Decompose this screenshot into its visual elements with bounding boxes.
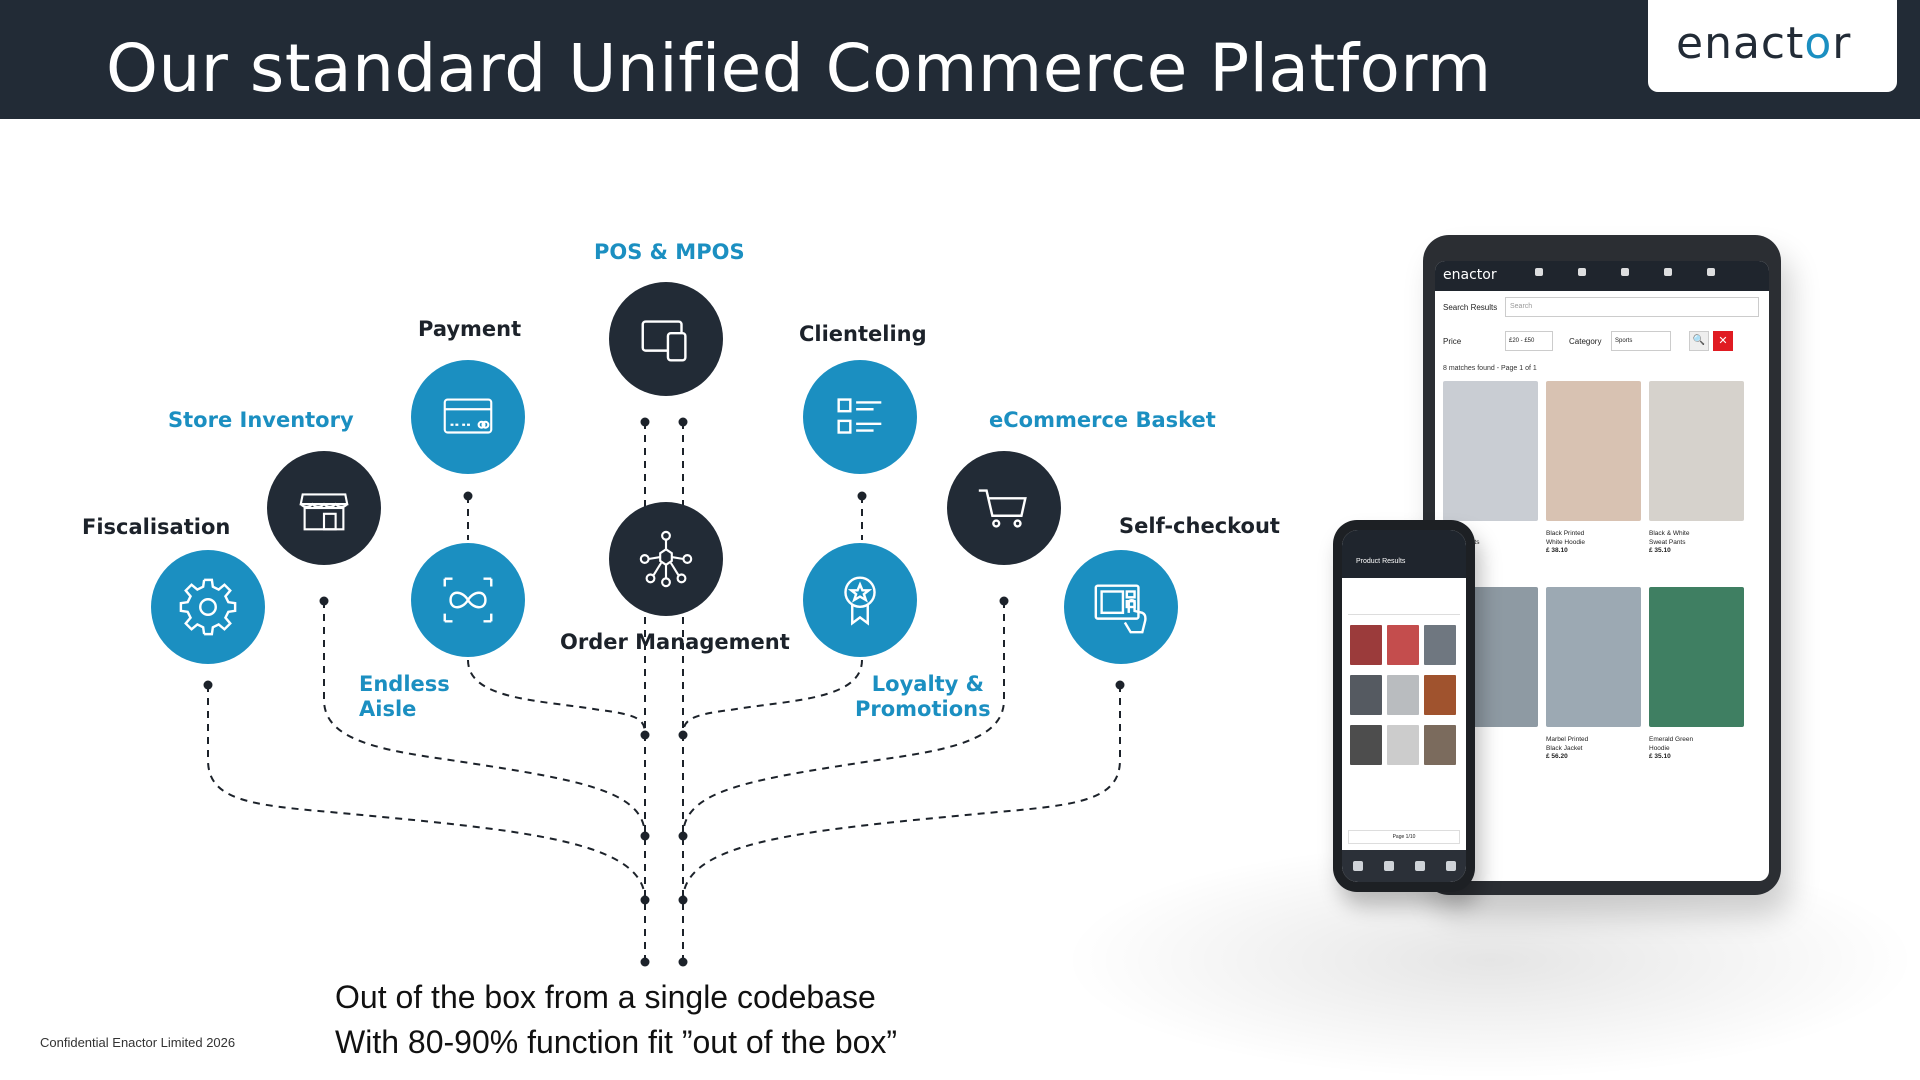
phone-screen: Product Results Page 1/10 [1342,530,1466,882]
phone-product-thumb[interactable] [1387,675,1419,715]
tablet-device: enactor Search Results Search Price £20 … [1423,235,1781,895]
product-image[interactable] [1649,587,1744,727]
search-button[interactable]: 🔍 [1689,331,1709,351]
home-icon[interactable] [1578,268,1586,276]
label-payment: Payment [418,317,522,341]
product-price: £ 38.10 [1546,547,1568,554]
tablet-topbar: enactor [1435,261,1769,291]
tablet-screen: enactor Search Results Search Price £20 … [1435,261,1769,881]
price-label: Price [1443,337,1462,346]
label-loyalty-promotions: Loyalty &Promotions [855,672,991,721]
product-card[interactable]: y Adidas Sweat Pants [1443,381,1538,581]
nav-icon[interactable] [1445,861,1456,871]
storefront-icon [267,451,381,565]
product-price: £ 56.20 [1546,753,1568,760]
award-ribbon-icon [803,543,917,657]
phone-product-thumb[interactable] [1350,675,1382,715]
phone-product-thumb[interactable] [1350,725,1382,765]
phone-product-thumb[interactable] [1387,625,1419,665]
keyboard-icon[interactable] [1707,268,1715,276]
product-card[interactable]: Black Printed White Hoodie£ 38.10 [1546,381,1641,581]
product-card[interactable]: Black & White Sweat Pants£ 35.10 [1649,381,1744,581]
gear-icon [151,550,265,664]
page-title: Our standard Unified Commerce Platform [106,30,1492,107]
network-hub-icon [609,502,723,616]
phone-product-thumb[interactable] [1350,625,1382,665]
nav-icon[interactable] [1352,861,1363,871]
label-self-checkout: Self-checkout [1119,514,1280,538]
category-label: Category [1569,337,1602,346]
bag-icon[interactable] [1621,268,1629,276]
phone-device: Product Results Page 1/10 [1333,520,1475,892]
phone-pager[interactable]: Page 1/10 [1348,830,1460,844]
label-ecommerce-basket: eCommerce Basket [989,408,1216,432]
nav-icon[interactable] [1383,861,1394,871]
back-icon[interactable] [1535,268,1543,276]
phone-title: Product Results [1356,558,1406,565]
nav-icon[interactable] [1414,861,1425,871]
product-image[interactable] [1546,587,1641,727]
tablet-brand: enactor [1443,267,1497,283]
credit-card-icon [411,360,525,474]
label-order-management: Order Management [560,630,790,654]
category-select[interactable]: Sports [1611,331,1671,351]
tagline: Out of the box from a single codebase Wi… [335,979,898,1060]
matches-count: 8 matches found - Page 1 of 1 [1443,365,1537,372]
infinity-icon [411,543,525,657]
product-name: Black Printed White Hoodie [1546,530,1586,546]
search-input[interactable]: Search [1505,297,1759,317]
product-card[interactable]: Emerald Green Hoodie£ 35.10 [1649,587,1744,787]
devices-icon [609,282,723,396]
product-image[interactable] [1546,381,1641,521]
shopping-cart-icon [947,451,1061,565]
phone-product-thumb[interactable] [1424,675,1456,715]
product-name: Emerald Green Hoodie [1649,736,1694,752]
label-fiscalisation: Fiscalisation [82,515,231,539]
product-grid: y Adidas Sweat PantsBlack Printed White … [1443,381,1763,787]
product-price: £ 35.10 [1649,753,1671,760]
price-select[interactable]: £20 - £50 [1505,331,1553,351]
checklist-icon [803,360,917,474]
product-card[interactable]: Marbel Printed Black Jacket£ 56.20 [1546,587,1641,787]
product-name: Marbel Printed Black Jacket [1546,736,1589,752]
search-results-label: Search Results [1443,303,1498,312]
phone-product-thumb[interactable] [1387,725,1419,765]
user-icon[interactable] [1664,268,1672,276]
tablet-nav [1535,268,1715,282]
enactor-logo: enactor [1648,0,1897,92]
header-bar: Our standard Unified Commerce Platform e… [0,0,1920,119]
filter-row: Price £20 - £50 Category Sports 🔍 ✕ [1443,331,1763,353]
confidential-footer: Confidential Enactor Limited 2026 [40,1035,236,1050]
product-image[interactable] [1649,381,1744,521]
clear-button[interactable]: ✕ [1713,331,1733,351]
label-pos-mpos: POS & MPOS [594,240,745,264]
product-image[interactable] [1443,381,1538,521]
phone-topbar: Product Results [1342,530,1466,578]
phone-product-grid [1350,625,1460,765]
product-name: Black & White Sweat Pants [1649,530,1690,546]
kiosk-touch-icon [1064,550,1178,664]
phone-product-thumb[interactable] [1424,625,1456,665]
phone-product-thumb[interactable] [1424,725,1456,765]
phone-toolbar [1348,602,1460,615]
phone-bottom-nav [1342,850,1466,882]
label-store-inventory: Store Inventory [168,408,354,432]
logo-text: enactor [1676,18,1852,69]
product-price: £ 35.10 [1649,547,1671,554]
label-clienteling: Clienteling [799,322,927,346]
